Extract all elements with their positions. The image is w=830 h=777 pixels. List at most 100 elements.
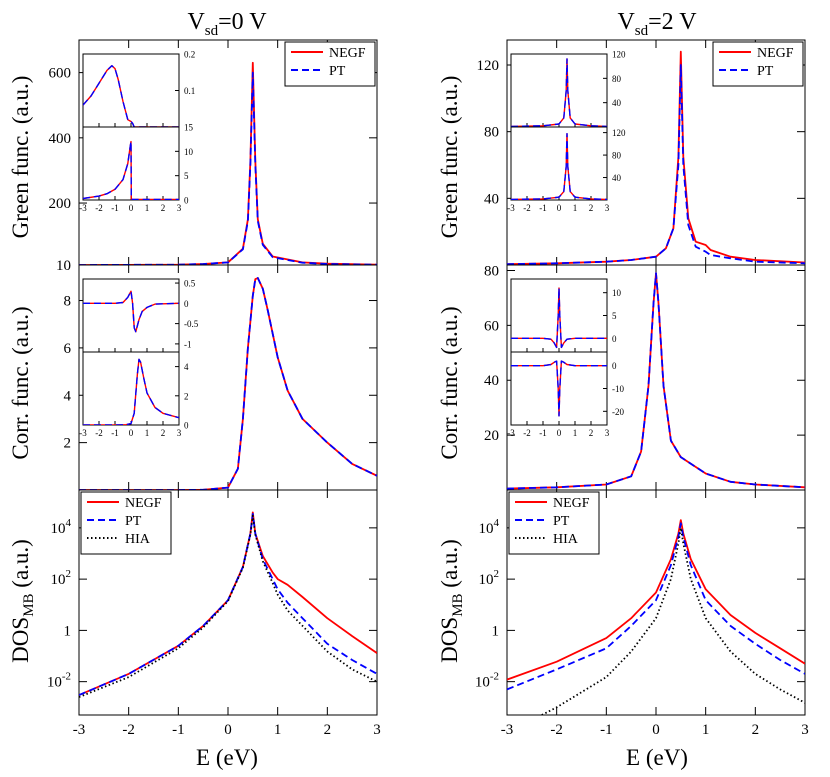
- legend-label-pt: PT: [329, 64, 346, 79]
- inset-y-tick-label: 0: [612, 361, 617, 371]
- inset-x-tick-label: 0: [129, 203, 134, 213]
- y-tick-label-green-0V: 200: [49, 196, 72, 212]
- svg-text:Vsd=2 V: Vsd=2 V: [617, 9, 697, 39]
- y-tick-label-dos-2V: 102: [479, 568, 500, 588]
- inset-y-tick-label: 0: [184, 299, 189, 309]
- y-tick-label-exponent: 4: [66, 517, 72, 529]
- y-tick-label-dos-0V: 10-2: [47, 671, 71, 691]
- inset-y-tick-label: 0.1: [184, 86, 195, 96]
- column-title-1-rest: =2 V: [648, 9, 697, 35]
- inset-y-tick-label: 0.2: [184, 50, 195, 60]
- inset-green-0V-inset-top: 0.1 0.2: [82, 50, 195, 128]
- y-tick-label-dos-2V: 1: [492, 623, 500, 639]
- inset-y-tick-label: 10: [184, 147, 194, 157]
- x-axis-label-2V: E (eV): [626, 745, 688, 770]
- y-tick-label-green-0V: 600: [49, 66, 72, 82]
- inset-x-tick-label: 1: [145, 203, 150, 213]
- y-axis-label-green-2V: Green func. (a.u.): [437, 76, 462, 239]
- inset-y-tick-label: 80: [612, 151, 622, 161]
- y-tick-label-exponent: 2: [494, 568, 500, 580]
- inset-x-tick-label: -3: [79, 203, 87, 213]
- inset-y-tick-label: 5: [612, 311, 617, 321]
- inset-x-tick-label: -3: [507, 428, 515, 438]
- y-tick-label-dos-2V: 104: [479, 517, 500, 537]
- inset-x-tick-label: 0: [129, 428, 134, 438]
- legend-box: [284, 41, 376, 87]
- y-tick-label-dos-0V: 104: [51, 517, 72, 537]
- dos-label-main-2V: DOS: [437, 617, 462, 663]
- inset-y-tick-label: 40: [612, 173, 622, 183]
- y-tick-label-corr-0V: 8: [64, 294, 72, 310]
- y-tick-label-dos-2V: 10-2: [475, 671, 499, 691]
- column-title-0-rest: =0 V: [218, 9, 267, 35]
- y-tick-label-base: 10: [47, 675, 62, 691]
- green-0V-series-pt: [79, 71, 377, 265]
- inset-x-tick-label: -2: [523, 428, 531, 438]
- dos-2V-series-negf: [507, 519, 805, 681]
- inset-x-tick-label: 3: [177, 203, 182, 213]
- inset-y-tick-label: -10: [612, 384, 624, 394]
- green-0V-inset-bottom-series-pt: [83, 140, 179, 200]
- y-tick-label-base: 10: [479, 521, 494, 537]
- column-title-1-sub: sd: [635, 23, 649, 39]
- x-tick-label-dos-0V: 1: [274, 722, 282, 738]
- inset-x-tick-label: -1: [539, 203, 547, 213]
- y-tick-label-corr-2V: 80: [484, 263, 499, 279]
- inset-y-tick-label: 120: [612, 128, 626, 138]
- inset-x-tick-label: -1: [111, 428, 119, 438]
- inset-y-tick-label: 15: [184, 123, 194, 133]
- green-2V-inset-top-series-pt: [511, 58, 607, 127]
- y-axis-label-dos-0V: DOSMB (a.u.): [8, 539, 37, 663]
- dos-label-rest-0V: (a.u.): [8, 539, 33, 593]
- y-tick-label-green-2V: 40: [484, 191, 499, 207]
- x-tick-label-dos-0V: 2: [324, 722, 332, 738]
- y-tick-label-base: 1: [64, 623, 72, 639]
- y-tick-label-exponent: 2: [66, 568, 72, 580]
- inset-x-tick-label: 0: [557, 203, 562, 213]
- inset-x-tick-label: -1: [539, 428, 547, 438]
- dos-label-sub-2V: MB: [450, 593, 466, 616]
- inset-y-tick-label: 120: [612, 50, 626, 60]
- legend-label-pt: PT: [125, 514, 142, 529]
- inset-y-tick-label: 80: [612, 74, 622, 84]
- y-axis-label-corr-0V: Corr. func. (a.u.): [8, 306, 33, 459]
- inset-frame: [510, 126, 608, 201]
- x-tick-label-dos-2V: -3: [501, 722, 514, 738]
- inset-y-tick-label: -0.5: [184, 319, 199, 329]
- y-tick-label-dos-0V: 102: [51, 568, 72, 588]
- y-tick-label-green-0V: 400: [49, 131, 72, 147]
- inset-y-tick-label: 0: [184, 421, 189, 431]
- y-tick-label-exponent: -2: [490, 671, 499, 683]
- inset-y-tick-label: 0: [612, 334, 617, 344]
- y-tick-label-corr-0V: 6: [64, 341, 72, 357]
- inset-x-tick-label: 2: [589, 203, 594, 213]
- y-tick-label-green-2V: 80: [484, 125, 499, 141]
- y-tick-label-dos-0V: 1: [64, 623, 72, 639]
- inset-corr-0V-inset-top: -1-0.500.5: [82, 278, 199, 353]
- y-tick-label-base: 10: [479, 572, 494, 588]
- y-tick-label-base: 10: [475, 675, 490, 691]
- dos-0V-series-hia: [79, 514, 377, 698]
- x-tick-label-dos-2V: 1: [702, 722, 710, 738]
- corr-0V-inset-bottom-series-pt: [83, 358, 179, 425]
- dos-label-rest-2V: (a.u.): [437, 539, 462, 593]
- inset-y-tick-label: -20: [612, 407, 624, 417]
- x-tick-label-dos-0V: 3: [373, 722, 381, 738]
- inset-y-tick-label: 2: [184, 391, 189, 401]
- svg-text:Vsd=0 V: Vsd=0 V: [187, 9, 267, 39]
- dos-label-sub-0V: MB: [21, 593, 37, 616]
- y-tick-label-corr-2V: 60: [484, 318, 499, 334]
- inset-x-tick-label: 1: [145, 428, 150, 438]
- inset-x-tick-label: -3: [79, 428, 87, 438]
- dos-label-main-0V: DOS: [8, 617, 33, 663]
- inset-y-tick-label: 4: [184, 362, 189, 372]
